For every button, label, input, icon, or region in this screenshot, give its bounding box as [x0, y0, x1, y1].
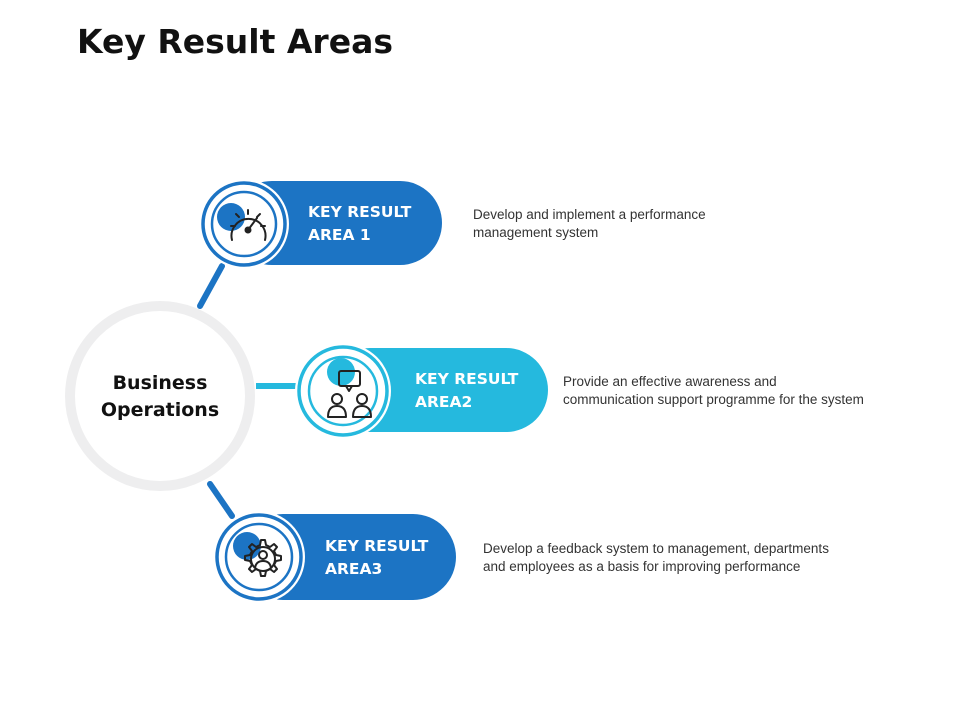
area-2-description-line2: communication support programme for the … — [563, 392, 864, 407]
area-3-description: Develop a feedback system to management,… — [483, 540, 829, 576]
gear-person-icon — [244, 539, 282, 577]
area-3-label-line2: AREA3 — [325, 560, 383, 578]
page-title: Key Result Areas — [77, 22, 393, 61]
area-1-description-line1: Develop and implement a performance — [473, 207, 706, 222]
center-hub-label-line2: Operations — [100, 399, 220, 421]
area-2-badge-ring — [297, 345, 389, 437]
area-2-description: Provide an effective awareness and commu… — [563, 373, 864, 409]
area-2-node — [295, 343, 548, 439]
area-1-node — [199, 179, 442, 269]
area-2-label: KEY RESULT AREA2 — [415, 368, 518, 414]
area-3-node — [213, 511, 456, 603]
area-1-badge-ring — [201, 181, 287, 267]
area-1-label-line2: AREA 1 — [308, 226, 371, 244]
connector-line-1 — [197, 263, 225, 309]
area-3-label: KEY RESULT AREA3 — [325, 535, 428, 581]
area-2-label-line1: KEY RESULT — [415, 370, 519, 388]
area-2-description-line1: Provide an effective awareness and — [563, 374, 777, 389]
area-1-accent-dot — [217, 203, 245, 231]
area-3-description-line2: and employees as a basis for improving p… — [483, 559, 801, 574]
area-1-label-line1: KEY RESULT — [308, 203, 412, 221]
connector-line-3 — [207, 481, 235, 519]
area-3-description-line1: Develop a feedback system to management,… — [483, 541, 829, 556]
area-1-label: KEY RESULT AREA 1 — [308, 201, 411, 247]
area-3-label-line1: KEY RESULT — [325, 537, 429, 555]
team-chat-icon — [327, 370, 372, 418]
area-3-accent-dot — [233, 532, 261, 560]
center-hub-label: Business Operations — [72, 370, 248, 424]
area-1-description: Develop and implement a performance mana… — [473, 206, 706, 242]
speedometer-icon — [230, 209, 267, 241]
center-hub-ring — [65, 301, 255, 491]
area-2-label-line2: AREA2 — [415, 393, 473, 411]
area-1-description-line2: management system — [473, 225, 599, 240]
center-hub-label-line1: Business — [112, 372, 208, 394]
area-3-badge-ring — [215, 513, 303, 601]
